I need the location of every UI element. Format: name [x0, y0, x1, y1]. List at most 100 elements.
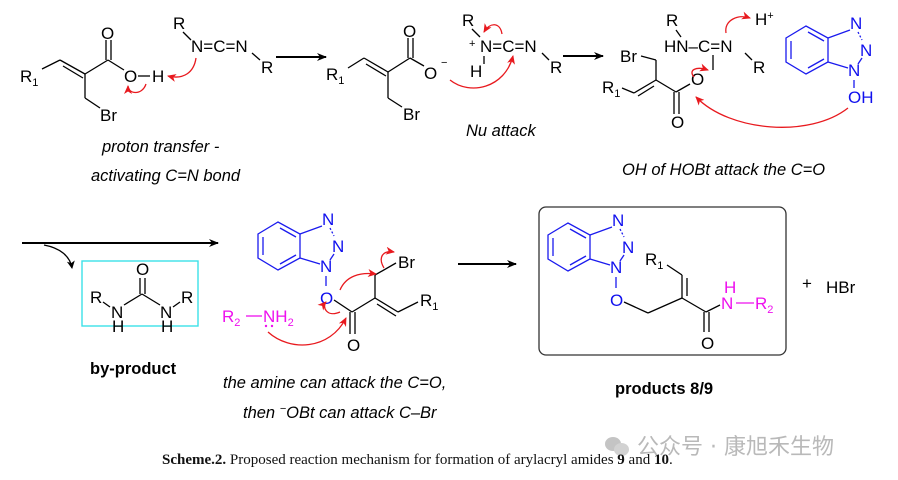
byproduct-box [81, 260, 199, 327]
r-label: R [90, 288, 102, 307]
n1-label: N [610, 258, 622, 277]
carboxylate-molecule: R1 O O − Br [326, 22, 447, 124]
n1-label: N [848, 61, 860, 80]
caption-text: Proposed reaction mechanism for formatio… [226, 452, 618, 468]
n2-label: N [332, 237, 344, 256]
carbonyl-o: O [701, 334, 714, 353]
product-molecule: N N N O R1 O H N R2 [547, 211, 773, 353]
bromine-label: Br [100, 106, 117, 125]
r-label: R [753, 58, 765, 77]
acrylic-acid-molecule: R1 O O H Br [20, 24, 164, 125]
r2-label: R2 [222, 307, 240, 329]
electron-arrow [483, 23, 503, 35]
caption-end: . [668, 452, 673, 468]
obt-active-ester: N N N O O Br R1 [257, 210, 438, 355]
n1-label: N [320, 257, 332, 276]
r1-label: R1 [326, 65, 344, 87]
electron-arrow [380, 246, 395, 269]
lone-pair-dot [264, 324, 268, 328]
nh-h-label: H [161, 317, 173, 336]
electron-arrow [691, 63, 709, 78]
r-label: R [261, 58, 273, 77]
hobt-molecule: N N N OH [785, 14, 874, 107]
wechat-icon [605, 435, 631, 457]
amide-n: N [721, 294, 733, 313]
plus-sign: + [802, 274, 812, 293]
bromine-label: Br [620, 47, 637, 66]
caption-and: and [624, 452, 654, 468]
n3-label: N [612, 211, 624, 230]
caption-prefix: Scheme.2. [162, 452, 227, 468]
r-label: R [181, 288, 193, 307]
hbr-label: HBr [826, 278, 856, 297]
electron-arrow [695, 96, 849, 128]
electron-arrow [449, 55, 515, 89]
proton-label: H+ [755, 10, 774, 29]
products-label: products 8/9 [615, 380, 713, 398]
ester-o: O [691, 70, 704, 89]
r1-label: R1 [602, 78, 620, 100]
nh-n-label: N [111, 303, 123, 322]
electron-arrow [317, 301, 341, 315]
electron-arrow [167, 57, 197, 82]
r1-label: R1 [420, 291, 438, 313]
o-acylisourea-molecule: Br R1 O O R HN–C=N R H+ [602, 10, 774, 132]
n2-label: N [622, 238, 634, 257]
r-label: R [462, 11, 474, 30]
nh2-label: NH2 [263, 307, 294, 329]
product-box [538, 206, 787, 356]
bromine-label: Br [398, 253, 415, 272]
carbonyl-o: O [403, 22, 416, 41]
negative-charge: − [441, 57, 447, 69]
isourea-label: HN–C=N [664, 37, 733, 56]
r1-label: R1 [645, 250, 663, 272]
nh-label: H [470, 62, 482, 81]
electron-arrow [339, 269, 377, 291]
step2-label: Nu attack [466, 122, 536, 140]
watermark-text: 公众号 · 康旭禾生物 [637, 435, 834, 460]
n3-label: N [322, 210, 334, 229]
ncn-label: N=C=N [191, 37, 248, 56]
n2-label: N [860, 41, 872, 60]
urea-byproduct: O R N H N H R [90, 260, 193, 336]
r-label: R [173, 14, 185, 33]
step3-label: OH of HOBt attack the C=O [622, 161, 825, 179]
hydroxyl-label: OH [848, 88, 874, 107]
electron-arrow [725, 11, 751, 34]
ester-o: O [320, 289, 333, 308]
acidic-h: H [152, 67, 164, 86]
r1-label: R1 [20, 67, 38, 89]
amide-h: H [724, 278, 736, 297]
watermark: 公众号 · 康旭禾生物 [605, 429, 834, 461]
r-label: R [550, 58, 562, 77]
caption-compound-10: 10 [653, 452, 669, 468]
electron-arrow [124, 83, 147, 95]
r2-label: R2 [755, 294, 773, 316]
n3-label: N [850, 14, 862, 33]
urea-o: O [136, 260, 149, 279]
ether-o: O [610, 291, 623, 310]
step4-label-2: then −OBt can attack C–Br [243, 403, 438, 422]
ncn-label: N=C=N [480, 37, 537, 56]
step4-label: the amine can attack the C=O, [223, 374, 446, 392]
step1-label-2: activating C=N bond [91, 167, 241, 185]
nh-h-label: H [112, 317, 124, 336]
bromine-label: Br [403, 105, 420, 124]
lone-pair-dot [270, 324, 274, 328]
protonated-carbodiimide: R + N=C=N H R [462, 11, 562, 81]
step1-label: proton transfer - [101, 138, 220, 156]
positive-charge: + [469, 38, 475, 50]
figure-caption: Scheme.2. Proposed reaction mechanism fo… [162, 452, 673, 469]
electron-arrow [267, 317, 347, 346]
r-label: R [666, 11, 678, 30]
hydroxyl-o: O [124, 67, 137, 86]
carbonyl-o: O [101, 24, 114, 43]
carbodiimide-molecule: R N=C=N R [173, 14, 273, 77]
amine-molecule: R2 NH2 [222, 307, 294, 329]
carbonyl-o: O [347, 336, 360, 355]
carboxylate-o: O [424, 64, 437, 83]
carbonyl-o: O [671, 113, 684, 132]
nh-n-label: N [160, 303, 172, 322]
caption-compound-9: 9 [617, 452, 625, 468]
